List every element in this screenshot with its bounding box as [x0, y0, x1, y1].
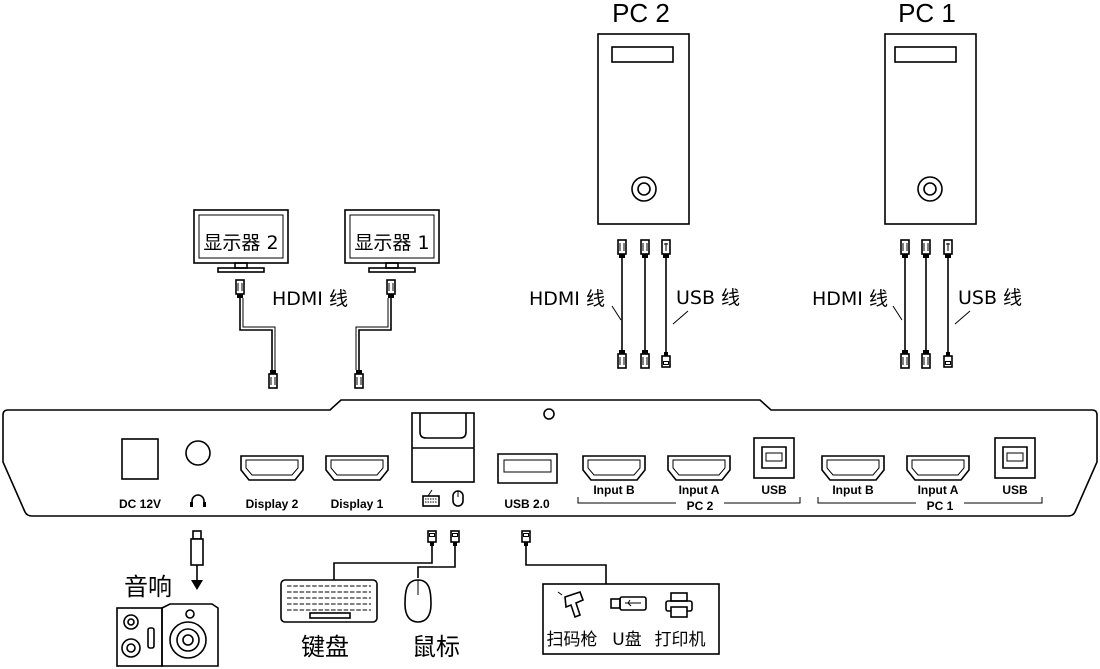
pc1-tower	[884, 33, 977, 225]
hdmi-plug-icon	[354, 369, 364, 389]
hdmi-plug-icon	[268, 369, 278, 389]
display2-port-label: Display 2	[246, 497, 299, 511]
pc2-input-a-port	[667, 455, 731, 481]
dc-power-port	[121, 438, 159, 480]
audio-jack-port	[185, 440, 211, 466]
monitor2: 显示器 2	[193, 209, 289, 389]
hdmi-plug-icon	[921, 239, 931, 259]
usb-devices: 扫码枪 U盘 打印机	[521, 530, 720, 655]
hdmi-plug-icon	[386, 279, 396, 299]
speaker-label: 音响	[124, 573, 172, 601]
pc2-tower	[597, 33, 690, 225]
usb-plug-icon	[661, 239, 671, 259]
monitor1-label: 显示器 1	[354, 232, 429, 254]
monitor-hdmi-cable-label: HDMI 线	[272, 288, 348, 310]
usb-mini-plug-icon	[943, 351, 953, 368]
monitor1: 显示器 1	[344, 209, 440, 389]
pc2-power-button-icon	[631, 176, 657, 202]
printer-icon	[665, 592, 693, 618]
udisk-label: U盘	[612, 630, 641, 650]
hdmi-plug-icon	[640, 239, 650, 259]
usb-drive-icon	[610, 596, 647, 611]
mouse-icon	[404, 579, 432, 623]
display2-hdmi-port	[240, 455, 304, 481]
keyboard-icon	[280, 579, 378, 623]
pc2-group-label: PC 2	[687, 499, 714, 513]
hdmi-plug-icon	[235, 279, 245, 299]
scanner-label: 扫码枪	[547, 630, 598, 650]
usb-plug-icon	[427, 530, 437, 547]
headphone-icon	[190, 494, 206, 507]
monitor2-label: 显示器 2	[203, 232, 278, 254]
pc1-power-button-icon	[917, 176, 943, 202]
hdmi-plug-icon	[617, 349, 627, 369]
usb-plug-icon	[943, 239, 953, 259]
pc2-input-a-label: Input A	[679, 483, 720, 497]
pc2-drive-bay	[611, 46, 674, 63]
keyboard-icon	[422, 489, 440, 507]
pc2-input-b-port	[582, 455, 646, 481]
dc-port-label: DC 12V	[119, 497, 161, 511]
pc1-cables: HDMI 线 USB 线	[812, 239, 1022, 369]
hdmi-plug-icon	[640, 349, 650, 369]
usb20-port	[497, 453, 558, 484]
hdmi-plug-icon	[921, 349, 931, 369]
pc1-input-a-port	[906, 455, 970, 481]
hdmi-plug-icon	[900, 349, 910, 369]
keyboard-label: 键盘	[301, 633, 349, 661]
pc1-drive-bay	[894, 46, 957, 63]
printer-label: 打印机	[655, 630, 706, 650]
usb-plug-icon	[450, 530, 460, 547]
pc2-usb-label: USB	[761, 483, 787, 497]
ground-screw-icon	[543, 408, 555, 420]
pc1-group-label: PC 1	[927, 499, 954, 513]
mouse-icon	[452, 490, 464, 507]
pc1-usb-cable-label: USB 线	[958, 287, 1022, 309]
pc1-input-b-port	[821, 455, 885, 481]
hdmi-plug-icon	[900, 239, 910, 259]
usb-mini-plug-icon	[661, 351, 671, 368]
mouse-label: 鼠标	[412, 633, 460, 661]
speaker-icon	[116, 603, 219, 667]
pc2-usb-cable-label: USB 线	[676, 287, 740, 309]
pc2-hdmi-cable-label: HDMI 线	[529, 288, 605, 310]
kvm-back-panel: DC 12V Display 2 Display 1 USB	[2, 399, 1098, 517]
pc2-cables: HDMI 线 USB 线	[529, 239, 740, 369]
pc1-hdmi-cable-label: HDMI 线	[812, 288, 888, 310]
pc2-label: PC 2	[612, 0, 670, 28]
usb-plug-icon	[521, 530, 531, 547]
barcode-scanner-icon	[557, 590, 585, 619]
pc2: PC 2	[597, 0, 690, 225]
keyboard-mouse-cables	[333, 530, 460, 580]
display1-port-label: Display 1	[331, 497, 384, 511]
pc2-input-b-label: Input B	[593, 483, 635, 497]
display1-hdmi-port	[325, 455, 389, 481]
pc2-usb-b-port	[753, 437, 795, 479]
pc1-input-b-label: Input B	[832, 483, 874, 497]
pc1-label: PC 1	[898, 0, 956, 28]
speaker: 音响	[116, 530, 219, 667]
pc1: PC 1	[884, 0, 977, 225]
pc1-usb-label: USB	[1002, 483, 1028, 497]
hdmi-plug-icon	[617, 239, 627, 259]
pc1-usb-b-port	[994, 437, 1036, 479]
pc1-input-a-label: Input A	[918, 483, 959, 497]
usb20-port-label: USB 2.0	[504, 497, 550, 511]
